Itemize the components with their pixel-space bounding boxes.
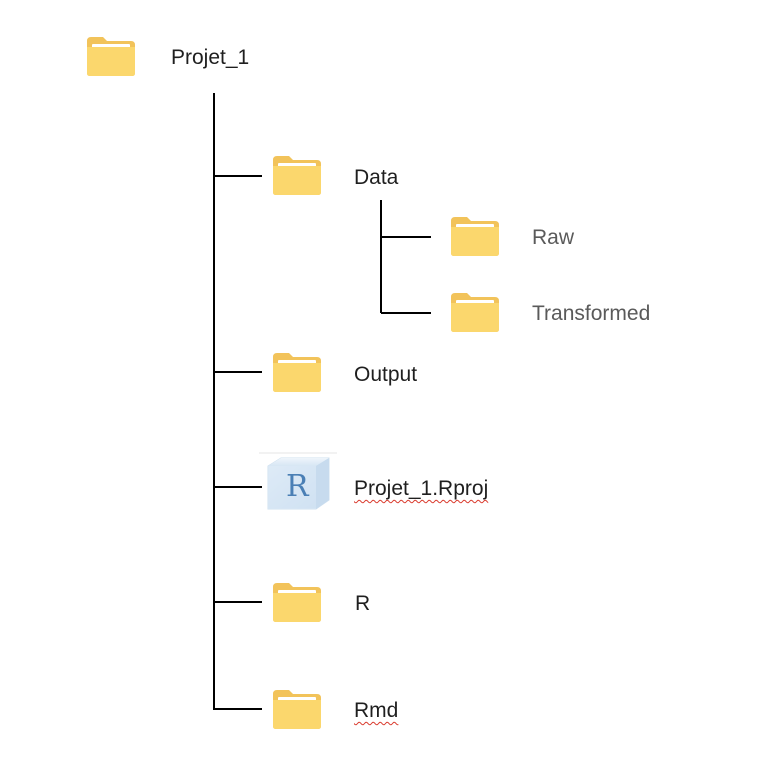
rmd-label-text: Rmd: [354, 699, 399, 722]
transformed-label: Transformed: [532, 302, 651, 325]
folder-icon: [451, 217, 499, 256]
root-label: Projet_1: [171, 46, 250, 69]
folder-icon: [273, 583, 321, 622]
folder-icon: [273, 156, 321, 195]
rmd-label: Rmd: [354, 699, 398, 723]
r-label: R: [355, 592, 371, 615]
rproj-file-icon: R: [259, 452, 337, 510]
folder-icon: [451, 293, 499, 332]
rproj-label: Projet_1.Rproj: [354, 477, 488, 501]
folder-icon: [273, 353, 321, 392]
raw-label: Raw: [532, 226, 575, 249]
folder-icon: [87, 37, 135, 76]
rproj-letter: R: [286, 469, 310, 504]
data-label: Data: [354, 166, 399, 189]
folder-icon: [273, 690, 321, 729]
output-label: Output: [354, 363, 418, 386]
rproj-label-text: Projet_1.Rproj: [354, 477, 489, 500]
